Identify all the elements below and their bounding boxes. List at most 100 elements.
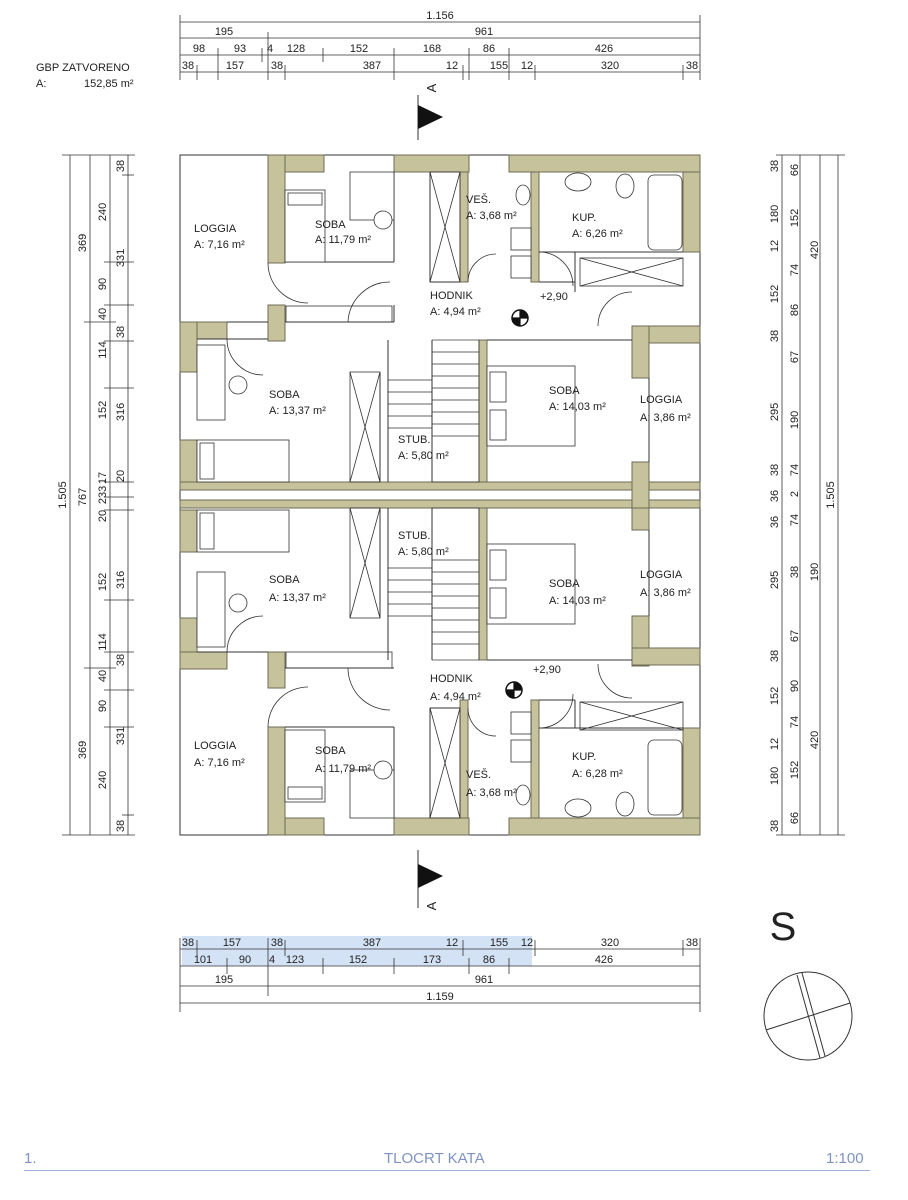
sink: [564, 798, 592, 818]
level-markers: [505, 309, 529, 699]
text-selection-highlight: [182, 936, 532, 966]
bathtub: [647, 174, 683, 251]
stub-bottom-area: A: 5,80 m²: [398, 546, 449, 558]
dim-bot-r1-1: 157: [223, 937, 241, 949]
toilet: [615, 173, 635, 199]
door-swings: [226, 251, 633, 737]
dim-right-21: 295: [769, 571, 781, 589]
loggia-bottom-right-area: A: 3,86 m²: [640, 587, 691, 599]
dim-left-c3-10: 40: [97, 670, 109, 682]
dim-top-r4-2: 38: [271, 60, 283, 72]
dim-left-c3-6: 17: [97, 472, 109, 484]
dim-right-17: 36: [769, 516, 781, 528]
dim-right-16: 2: [789, 491, 801, 497]
drawing-title: TLOCRT KATA: [384, 1150, 485, 1167]
hodnik-top-name: HODNIK: [430, 290, 473, 302]
gbp-label: GBP ZATVORENO: [36, 62, 130, 74]
dim-top-r4-0: 38: [182, 60, 194, 72]
dim-top-r4-4: 12: [446, 60, 458, 72]
dim-left-c3-4: 152: [97, 401, 109, 419]
dim-right-total: 1.505: [825, 481, 837, 509]
dim-top-r2-1: 961: [475, 26, 493, 38]
sink: [564, 172, 592, 192]
dim-right-32: 38: [769, 820, 781, 832]
drawing-number: 1.: [24, 1150, 37, 1167]
wardrobes: [285, 171, 684, 819]
dim-left-c4-2: 38: [115, 326, 127, 338]
pillow: [489, 409, 507, 441]
gbp-area-prefix: A:: [36, 78, 47, 90]
dim-right-11: 295: [769, 403, 781, 421]
dim-right-19: 38: [789, 566, 801, 578]
dim-right-10: 67: [789, 351, 801, 363]
dim-right-1: 66: [789, 164, 801, 176]
section-marker-bottom: A: [417, 850, 443, 910]
dim-left-c3-1: 90: [97, 278, 109, 290]
pillow: [199, 512, 215, 550]
dim-right-18: 74: [789, 514, 801, 526]
toilet: [615, 791, 635, 817]
kup-top-area: A: 6,26 m²: [572, 228, 623, 240]
chair: [228, 375, 248, 395]
dim-right-31: 66: [789, 812, 801, 824]
dim-right-24: 152: [769, 687, 781, 705]
dim-left-c3-2: 40: [97, 308, 109, 320]
dim-left-c3-3: 114: [97, 341, 109, 359]
dim-left-c2-0: 369: [77, 234, 89, 252]
dim-left-c4-1: 331: [115, 249, 127, 267]
left-dimension-lines: [62, 154, 135, 836]
stub-bottom-name: STUB.: [398, 530, 430, 542]
right-dimension-lines: [776, 154, 845, 836]
dim-bot-r3-0: 195: [215, 974, 233, 986]
dim-left-c3-7: 20: [97, 510, 109, 522]
bottom-dimension-labels: 38 157 38 387 12 155 12 320 38 101 90 4 …: [182, 937, 698, 1003]
pillow: [489, 549, 507, 581]
dim-left-c2-1: 767: [77, 488, 89, 506]
dim-bot-r1-6: 12: [521, 937, 533, 949]
pillow: [489, 587, 507, 619]
soba-top-right-area: A: 14,03 m²: [549, 401, 606, 413]
dim-right-2: 12: [769, 240, 781, 252]
desk: [196, 571, 226, 648]
loggia-bottom-right-name: LOGGIA: [640, 569, 683, 581]
dim-left-c2-2: 369: [77, 741, 89, 759]
dim-top-r2-0: 195: [215, 26, 233, 38]
hodnik-top-area: A: 4,94 m²: [430, 306, 481, 318]
dim-bot-r1-5: 155: [490, 937, 508, 949]
bathtub: [647, 739, 683, 816]
soba-bottom-right-area: A: 14,03 m²: [549, 595, 606, 607]
ves-top-name: VEŠ.: [466, 193, 491, 206]
dim-right-23: 38: [769, 650, 781, 662]
dim-right-15: 36: [769, 490, 781, 502]
room-labels: LOGGIA A: 7,16 m² SOBA A: 11,79 m² VEŠ. …: [194, 193, 691, 799]
left-dimension-labels: 1.505 369 767 369 240 90 40 114 152 233 …: [57, 160, 127, 832]
dim-right-7: 152: [769, 285, 781, 303]
pillow: [199, 442, 215, 480]
stairs: [388, 339, 480, 661]
dim-right-8: 86: [789, 304, 801, 316]
pillow: [287, 786, 323, 800]
dim-left-c4-7: 331: [115, 727, 127, 745]
top-dimension-labels: 1.156 195 961 98 93 4 128 152 168 86 426…: [182, 10, 698, 72]
washer: [510, 255, 532, 279]
pillow: [287, 192, 323, 206]
dim-right-27: 420: [809, 731, 821, 749]
interior-partitions: [197, 172, 683, 818]
dim-top-r3-3: 128: [287, 43, 305, 55]
loggia-bottom-left-name: LOGGIA: [194, 740, 237, 752]
dim-left-c3-9: 114: [97, 633, 109, 651]
furniture: [196, 171, 683, 819]
dim-left-c3-8: 152: [97, 573, 109, 591]
dim-right-4: 152: [789, 209, 801, 227]
washer: [510, 711, 532, 735]
sink: [515, 784, 531, 806]
soba-top-small-area: A: 11,79 m²: [315, 234, 371, 246]
gbp-summary: GBP ZATVORENO A:152,85 m²: [36, 60, 134, 92]
chair: [228, 593, 248, 613]
loggia-bottom-left-area: A: 7,16 m²: [194, 757, 245, 769]
chair: [373, 760, 393, 780]
north-arrow: S: [763, 905, 853, 1061]
section-marker-top: A: [417, 83, 443, 140]
dim-left-c3-5: 233: [97, 486, 109, 504]
dim-right-9: 38: [769, 330, 781, 342]
